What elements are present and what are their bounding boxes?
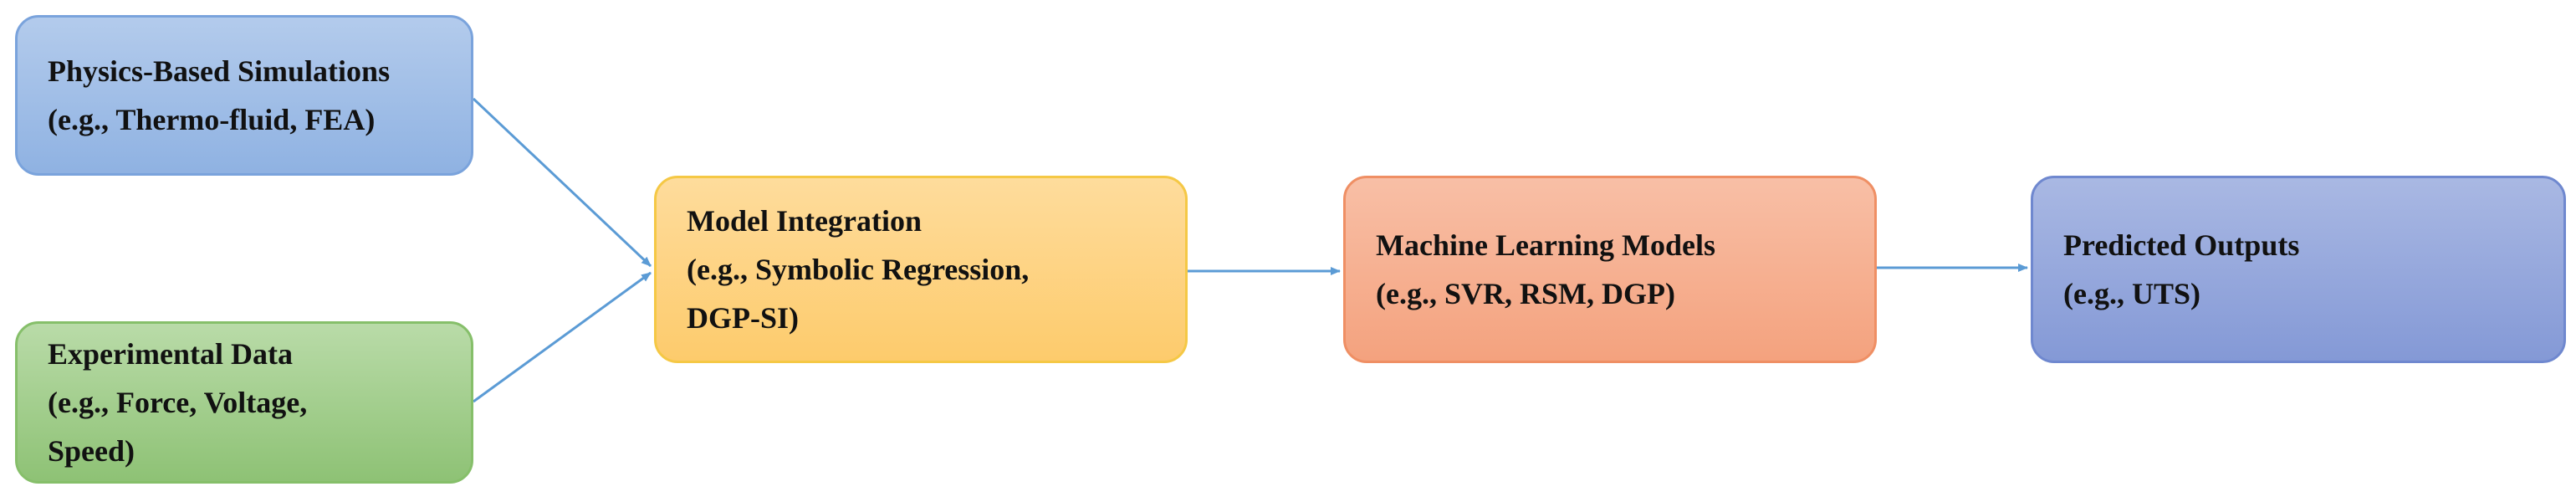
node-title: Predicted Outputs: [2063, 228, 2300, 262]
node-physics-based-simulations: Physics-Based Simulations (e.g., Thermo-…: [15, 15, 473, 176]
arrow-physics-to-integration: [472, 97, 652, 268]
node-detail: DGP-SI): [687, 301, 799, 335]
node-experimental-data: Experimental Data (e.g., Force, Voltage,…: [15, 321, 473, 484]
node-detail: (e.g., Thermo-fluid, FEA): [48, 103, 376, 136]
node-model-integration: Model Integration (e.g., Symbolic Regres…: [654, 176, 1188, 363]
node-title: Physics-Based Simulations: [48, 54, 391, 88]
node-detail: (e.g., SVR, RSM, DGP): [1376, 277, 1675, 310]
node-title: Model Integration: [687, 204, 922, 238]
node-detail: (e.g., UTS): [2063, 277, 2200, 310]
node-detail: Speed): [48, 434, 135, 468]
node-title: Machine Learning Models: [1376, 228, 1715, 262]
node-detail: (e.g., Force, Voltage,: [48, 386, 308, 419]
node-title: Experimental Data: [48, 337, 293, 371]
node-detail: (e.g., Symbolic Regression,: [687, 253, 1030, 286]
arrow-experimental-to-integration: [473, 271, 652, 403]
node-machine-learning-models: Machine Learning Models (e.g., SVR, RSM,…: [1343, 176, 1877, 363]
node-predicted-outputs: Predicted Outputs (e.g., UTS): [2031, 176, 2566, 363]
